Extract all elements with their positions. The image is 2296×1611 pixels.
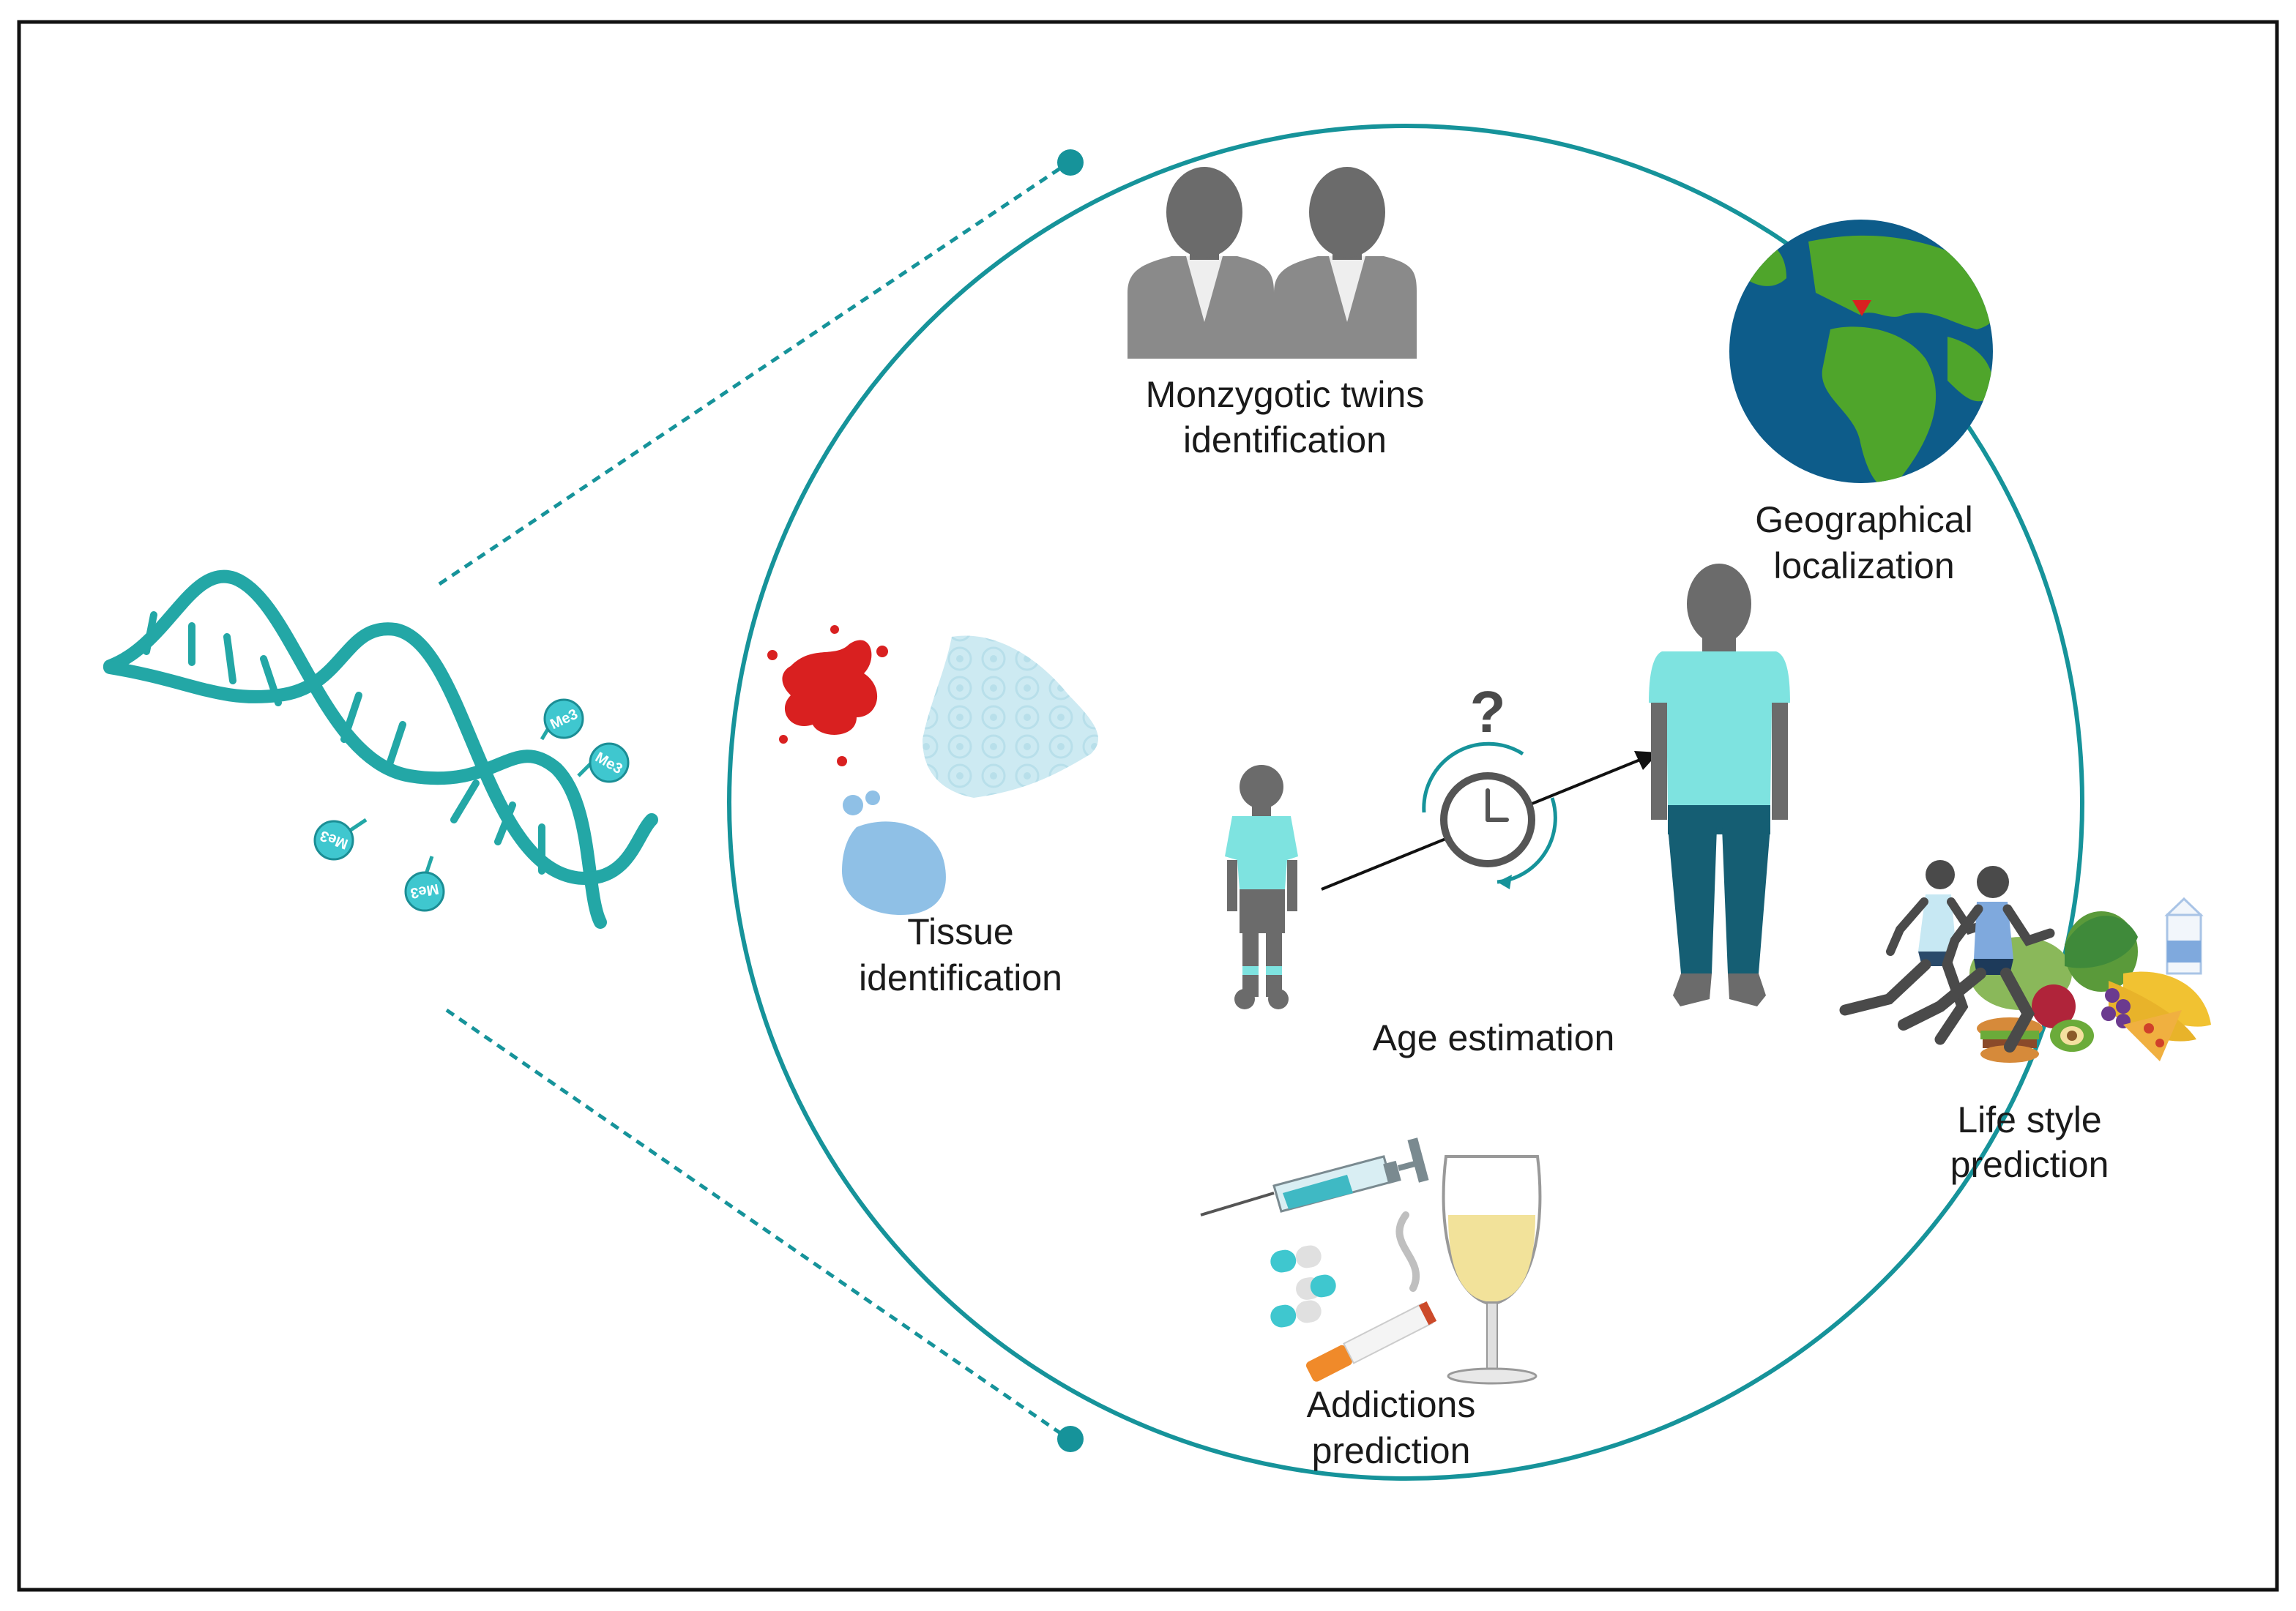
globe-icon [1729,220,1993,483]
wine-glass-icon [1442,1155,1542,1385]
twins-label-line1: Monzygotic twins [1146,374,1425,415]
tissue-label-line2: identification [859,957,1062,998]
cigarette-icon [1305,1211,1437,1382]
tissue-cells-icon [922,635,1098,798]
addictions-label-line1: Addictions [1307,1384,1476,1425]
pills-icon [1270,1245,1336,1328]
runners-icon [1839,860,2055,1053]
food-icon [1969,897,2211,1063]
methyl-group: Me3 [313,820,354,861]
figure-frame [17,20,2279,1592]
cell-blob-icon [842,790,946,915]
lifestyle-label-line1: Life style [1957,1099,2101,1140]
adult-icon [1649,564,1790,1006]
geo-label-line2: localization [1773,545,1954,586]
clock-icon [1422,741,1557,889]
age-label: Age estimation [1373,1017,1615,1058]
syringe-icon [1200,1137,1429,1216]
methyl-group: Me3 [404,871,445,912]
child-icon [1225,765,1298,1009]
addictions-label-line2: prediction [1312,1430,1471,1471]
zoom-anchor-bottom [1057,1426,1084,1452]
geo-label-line1: Geographical [1755,499,1972,540]
question-mark: ? [1470,679,1506,744]
twins-icon [1128,167,1417,359]
tissue-label-line1: Tissue [907,911,1013,952]
zoom-line-top [438,160,1070,586]
zoom-line-bottom [445,1008,1070,1441]
zoom-circle [727,124,2084,1481]
twins-label-line2: identification [1183,419,1387,460]
blood-drop-icon [767,625,888,766]
lifestyle-label-line2: prediction [1950,1144,2109,1185]
zoom-anchor-top [1057,149,1084,176]
dna-helix-icon: Me3 Me3 Me3 Me3 [103,569,658,929]
methyl-group: Me3 [543,698,584,739]
methyl-group: Me3 [589,742,630,783]
